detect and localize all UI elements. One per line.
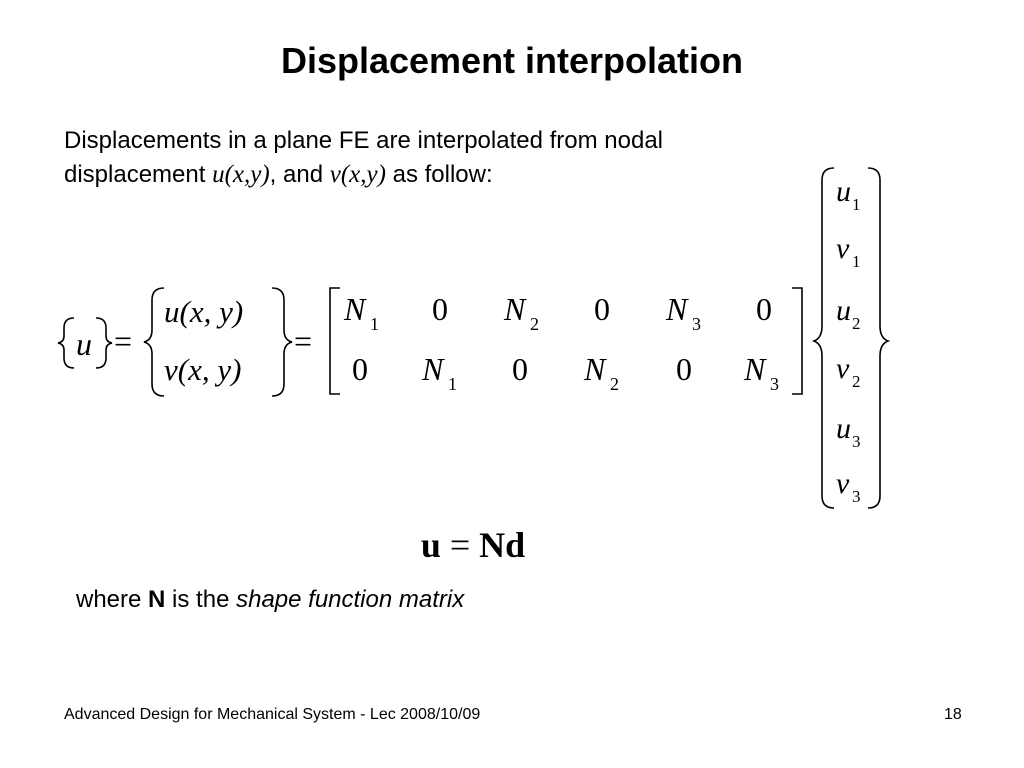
col-left-brace — [143, 287, 165, 397]
m-r1c3-N: N — [503, 291, 527, 327]
d-v3-sub: 3 — [852, 487, 861, 506]
intro-text-b: , and — [269, 161, 330, 188]
d-v1: v — [836, 232, 850, 265]
col-v-xy: v(x, y) — [164, 352, 241, 387]
d-right-brace — [867, 167, 891, 509]
equals-1: = — [114, 323, 132, 359]
var-u-xy: u(x,y) — [212, 161, 270, 188]
d-v2: v — [836, 352, 850, 385]
m-r2c2-N: N — [421, 351, 445, 387]
where-N: N — [148, 586, 166, 613]
footer-course: Advanced Design for Mechanical System - … — [64, 706, 481, 723]
m-r1c5-N: N — [665, 291, 689, 327]
d-left-brace — [811, 167, 835, 509]
m-r1c5-sub: 3 — [692, 314, 701, 334]
d-v1-sub: 1 — [852, 252, 861, 271]
m-r1c4-zero: 0 — [594, 291, 610, 327]
compact-equation: u = Nd — [0, 524, 946, 566]
m-r1c1-sub: 1 — [370, 314, 379, 334]
lhs-left-brace — [57, 317, 75, 369]
m-r2c1-zero: 0 — [352, 351, 368, 387]
footer-page-number: 18 — [944, 706, 962, 723]
matrix-left-bracket — [329, 287, 340, 395]
compact-u: u — [420, 525, 441, 565]
m-r1c3-sub: 2 — [530, 314, 539, 334]
d-v3: v — [836, 467, 850, 500]
slide-title: Displacement interpolation — [280, 40, 744, 81]
m-r2c3-zero: 0 — [512, 351, 528, 387]
compact-Nd: Nd — [479, 525, 526, 565]
intro-line-2: displacement u(x,y), and v(x,y) as follo… — [64, 158, 804, 192]
matrix-right-bracket — [792, 287, 803, 395]
where-statement: where N is the shape function matrix — [76, 586, 464, 614]
equals-2: = — [294, 323, 312, 359]
intro-text-c: as follow: — [385, 161, 493, 188]
d-u1: u — [836, 175, 851, 208]
m-r2c2-sub: 1 — [448, 374, 457, 394]
where-text-b: is the — [165, 586, 237, 613]
where-text-a: where — [76, 586, 149, 613]
where-shape-function: shape function matrix — [236, 586, 465, 613]
m-r2c4-sub: 2 — [610, 374, 619, 394]
d-u3-sub: 3 — [852, 432, 861, 451]
d-v2-sub: 2 — [852, 372, 861, 391]
var-v-xy: v(x,y) — [329, 161, 386, 188]
intro-paragraph: Displacements in a plane FE are interpol… — [64, 124, 804, 192]
col-u-xy: u(x, y) — [164, 294, 243, 329]
m-r2c6-N: N — [743, 351, 767, 387]
lhs-right-brace — [95, 317, 113, 369]
intro-line-1: Displacements in a plane FE are interpol… — [64, 127, 663, 154]
lhs-u: u — [76, 326, 92, 362]
d-u1-sub: 1 — [852, 195, 861, 214]
m-r1c6-zero: 0 — [756, 291, 772, 327]
d-u2: u — [836, 294, 851, 327]
d-u3: u — [836, 412, 851, 445]
m-r1c1-N: N — [343, 291, 367, 327]
m-r1c2-zero: 0 — [432, 291, 448, 327]
m-r2c4-N: N — [583, 351, 607, 387]
intro-text-a: displacement — [64, 161, 213, 188]
m-r2c6-sub: 3 — [770, 374, 779, 394]
d-u2-sub: 2 — [852, 314, 861, 333]
m-r2c5-zero: 0 — [676, 351, 692, 387]
col-right-brace — [271, 287, 293, 397]
compact-equals: = — [449, 525, 471, 565]
